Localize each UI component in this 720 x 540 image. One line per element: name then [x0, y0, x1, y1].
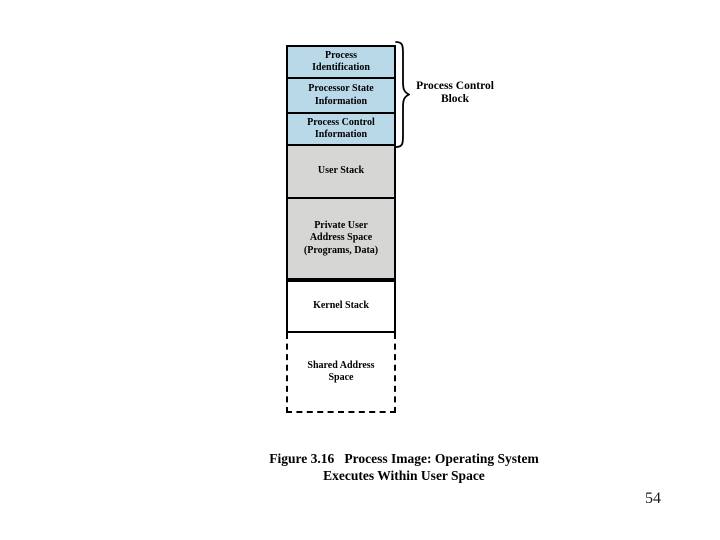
section-processor-state-information: Processor State Information — [286, 79, 396, 114]
section-label: Process Control Information — [307, 116, 375, 141]
brace-label-process-control-block: Process Control Block — [416, 80, 494, 105]
section-shared-address-space: Shared Address Space — [286, 333, 396, 413]
figure-caption-line1: Figure 3.16 Process Image: Operating Sys… — [269, 451, 539, 466]
section-label: Kernel Stack — [313, 300, 369, 312]
section-process-control-information: Process Control Information — [286, 114, 396, 146]
process-image-stack: Process Identification Processor State I… — [286, 45, 396, 413]
curly-brace — [395, 41, 410, 148]
section-process-identification: Process Identification — [286, 45, 396, 79]
section-label: Process Identification — [312, 49, 370, 74]
section-private-user-address-space: Private User Address Space (Programs, Da… — [286, 199, 396, 280]
section-kernel-stack: Kernel Stack — [286, 280, 396, 333]
figure-caption-line2: Executes Within User Space — [323, 467, 485, 483]
section-user-stack: User Stack — [286, 146, 396, 199]
section-label: User Stack — [317, 165, 365, 177]
section-label: Private User Address Space (Programs, Da… — [303, 219, 379, 256]
section-label: Shared Address Space — [307, 359, 375, 384]
section-label: Processor State Information — [308, 83, 374, 107]
figure-caption: Figure 3.16 Process Image: Operating Sys… — [234, 451, 574, 484]
page-number: 54 — [645, 490, 661, 507]
